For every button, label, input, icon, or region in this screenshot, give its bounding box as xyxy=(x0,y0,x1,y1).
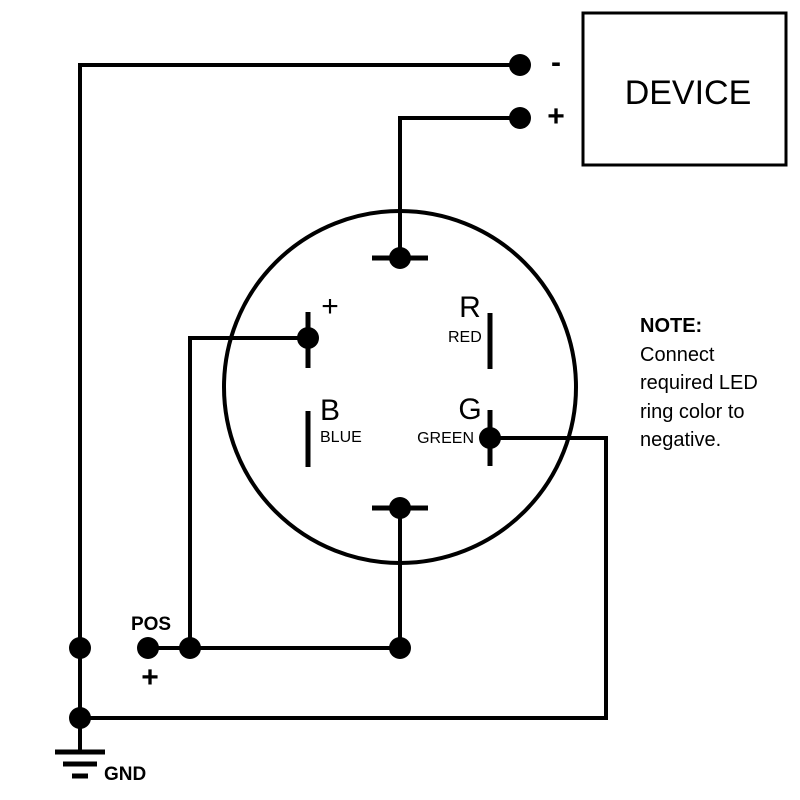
red-name: RED xyxy=(448,329,482,346)
junction-device-positive xyxy=(509,107,531,129)
green-letter: G xyxy=(458,393,481,426)
pos-symbol: + xyxy=(141,661,159,694)
note-block: NOTE: Connect required LED ring color to… xyxy=(640,312,800,455)
junction-ground-bus xyxy=(69,707,91,729)
wire-green-to-ground xyxy=(78,436,608,720)
junction-bottom-bus xyxy=(389,637,411,659)
wire-device-negative-to-ground xyxy=(78,63,522,752)
note-line: Connect xyxy=(640,343,715,366)
junction-switch-top xyxy=(389,247,411,269)
device-negative-symbol: - xyxy=(551,46,561,79)
junction-pos-bus xyxy=(179,637,201,659)
red-letter: R xyxy=(459,291,481,324)
junction-switch-green xyxy=(479,427,501,449)
junction-pos-terminal xyxy=(137,637,159,659)
device-positive-symbol: + xyxy=(547,100,565,133)
green-name: GREEN xyxy=(417,430,474,447)
pos-label: POS xyxy=(131,614,171,635)
device-box xyxy=(581,11,788,167)
note-title: NOTE: xyxy=(640,315,703,337)
note-line: negative. xyxy=(640,429,722,451)
device-label: DEVICE xyxy=(625,74,752,112)
junction-left-rail xyxy=(69,637,91,659)
junction-switch-bottom xyxy=(389,497,411,519)
junction-switch-plus xyxy=(297,327,319,349)
wire-device-positive-to-switch-top xyxy=(398,116,522,260)
junction-device-negative xyxy=(509,54,531,76)
ground-icon xyxy=(55,749,105,779)
switch-plus-symbol: + xyxy=(321,290,339,323)
blue-name: BLUE xyxy=(320,429,362,446)
note-line: required LED xyxy=(640,372,758,394)
wire-switch-plus-to-pos xyxy=(188,336,310,650)
note-line: ring color to xyxy=(640,400,745,423)
gnd-label: GND xyxy=(104,764,146,785)
blue-letter: B xyxy=(320,394,340,427)
